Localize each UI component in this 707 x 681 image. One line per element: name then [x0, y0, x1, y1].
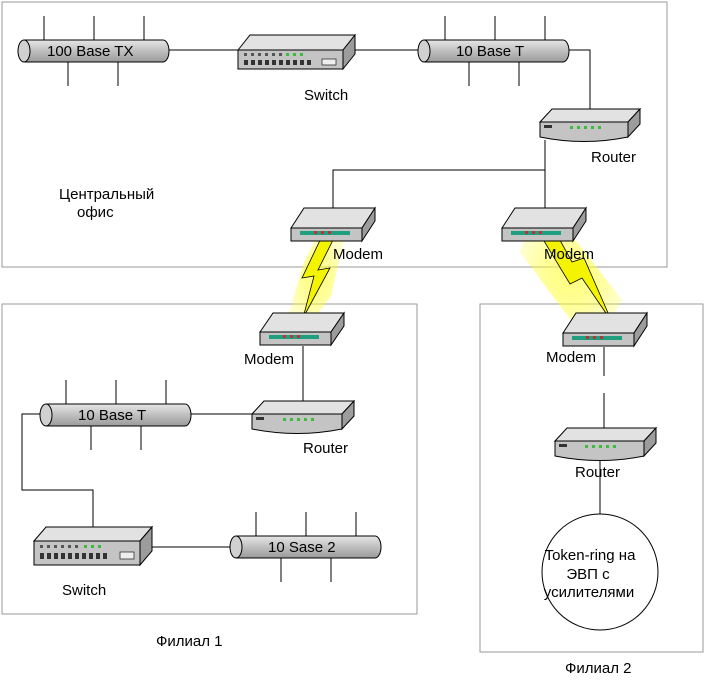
modem-branch2 [562, 311, 648, 348]
router-branch2-label: Router [575, 464, 620, 481]
bus-10-base-t-central: 10 Base T [417, 39, 570, 63]
branch1-caption: Филиал 1 [156, 633, 223, 650]
modem-central-left-label: Modem [333, 246, 383, 263]
wan-link-branch1 [288, 233, 344, 322]
router-branch1 [250, 399, 356, 434]
modem-branch2-label: Modem [546, 349, 596, 366]
router-branch1-label: Router [303, 440, 348, 457]
switch-branch1-label: Switch [62, 582, 106, 599]
modem-central-right-label: Modem [544, 246, 594, 263]
modem-central-right [501, 206, 587, 243]
bus-100-base-tx: 100 Base TX [17, 39, 170, 63]
connection-lines [21, 49, 605, 548]
token-ring-line3: усилителями [544, 584, 634, 601]
modem-central-left [290, 206, 376, 243]
switch-central [236, 33, 357, 71]
bus-10-sase-2: 10 Sase 2 [229, 535, 382, 559]
bus-taps [43, 16, 546, 582]
bus-100-base-tx-label: 100 Base TX [47, 43, 133, 60]
central-office-caption-line1: Центральный [59, 186, 154, 203]
router-central-label: Router [591, 149, 636, 166]
modem-branch1 [259, 311, 345, 347]
central-office-caption-line2: офис [77, 204, 114, 221]
switch-branch1 [32, 525, 154, 567]
branch1-region [1, 303, 418, 615]
bus-10-base-t-central-label: 10 Base T [456, 43, 524, 60]
modem-branch1-label: Modem [244, 351, 294, 368]
router-branch2 [553, 426, 658, 461]
token-ring-line1: Token-ring на [545, 547, 636, 564]
bus-10-base-t-branch1: 10 Base T [39, 403, 192, 427]
router-central [538, 107, 642, 142]
branch2-caption: Филиал 2 [565, 660, 632, 677]
bus-10-sase-2-label: 10 Sase 2 [268, 539, 336, 556]
token-ring-line2: ЭВП с [566, 566, 610, 583]
bus-10-base-t-branch1-label: 10 Base T [78, 407, 146, 424]
switch-central-label: Switch [304, 87, 348, 104]
token-ring-node: Token-ring на ЭВП с усилителями [541, 513, 659, 631]
